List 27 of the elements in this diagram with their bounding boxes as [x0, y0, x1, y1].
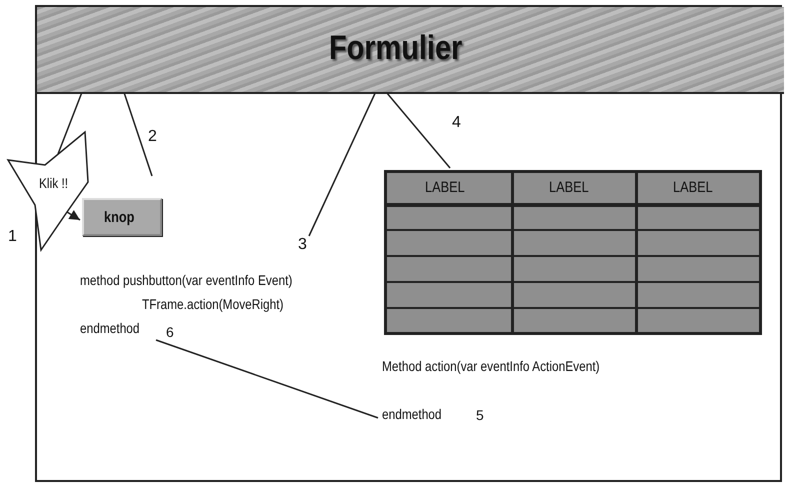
- callout-text: Klik !!: [39, 175, 68, 191]
- push-button: [82, 198, 162, 236]
- column-header: LABEL: [673, 179, 713, 196]
- data-table: [384, 170, 762, 335]
- callout-number: 4: [452, 114, 461, 132]
- code-line: endmethod: [382, 406, 442, 422]
- button-label: knop: [104, 209, 134, 226]
- callout-number: 1: [8, 228, 17, 246]
- leader-line: [386, 92, 451, 168]
- column-header: LABEL: [549, 179, 589, 196]
- callout-number: 3: [298, 236, 307, 254]
- form-window: [35, 5, 782, 482]
- leader-line: [57, 92, 83, 154]
- arrow: [66, 210, 80, 221]
- title-bar: [37, 7, 784, 94]
- code-line: method pushbutton(var eventInfo Event): [80, 272, 292, 288]
- leader-line: [123, 92, 153, 176]
- callout-number: 6: [166, 324, 174, 340]
- leader-line: [308, 92, 376, 236]
- callout-number: 2: [148, 128, 157, 146]
- code-line: endmethod: [80, 320, 140, 336]
- column-header: LABEL: [425, 179, 465, 196]
- code-line: Method action(var eventInfo ActionEvent): [382, 358, 600, 374]
- code-line: TFrame.action(MoveRight): [142, 296, 284, 312]
- leader-line: [156, 339, 378, 419]
- callout-number: 5: [476, 407, 484, 423]
- form-title: Formulier: [329, 29, 462, 68]
